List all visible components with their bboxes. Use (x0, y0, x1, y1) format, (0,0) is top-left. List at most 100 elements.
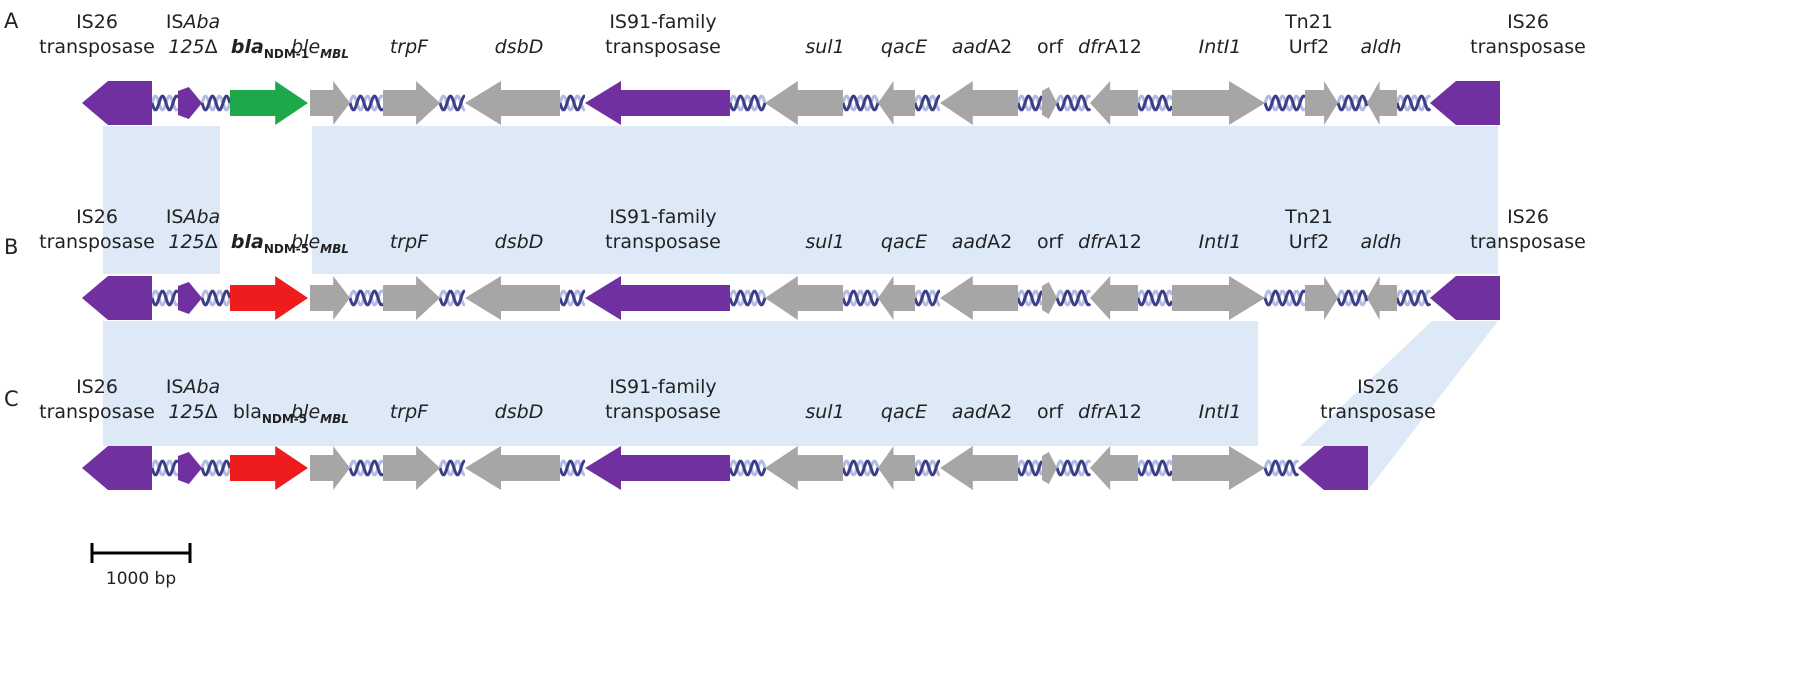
dna-helix (1263, 289, 1307, 307)
gene-label-run: bla (231, 231, 264, 253)
gene-label-run: A2 (987, 401, 1012, 423)
gene-label-dsbd: dsbD (495, 36, 544, 58)
gene-arrow-aada2 (940, 446, 1018, 490)
dna-helix (1016, 289, 1044, 307)
gene-label-run: NDM-1 (264, 47, 309, 61)
gene-label-run: IS (166, 11, 184, 33)
dna-helix (348, 459, 385, 477)
gene-label-run: IS91-family (609, 11, 716, 33)
gene-label-run: dsbD (495, 231, 544, 253)
gene-label-run: IS26 (76, 376, 118, 398)
gene-arrow-sul1 (765, 81, 843, 125)
gene-label-run: aad (952, 231, 988, 253)
gene-label-run: ble (291, 401, 320, 423)
gene-label-run: aldh (1360, 231, 1401, 253)
gene-label-run: Urf2 (1289, 36, 1330, 58)
gene-arrow-ndm (230, 276, 308, 320)
gene-arrow-trpf (383, 81, 440, 125)
dna-helix (558, 94, 586, 112)
row-letter-c: C (4, 387, 19, 411)
gene-label-run: IS26 (76, 206, 118, 228)
gene-label-intl1: IntI1 (1199, 401, 1242, 423)
gene-label-run: IS26 (1507, 11, 1549, 33)
gene-label-run: IS26 (76, 11, 118, 33)
gene-label-run: transposase (39, 36, 155, 58)
gene-arrow-ndm (230, 81, 308, 125)
gene-arrow-trpf (383, 276, 440, 320)
dna-helix (1395, 289, 1432, 307)
dna-helix (841, 459, 880, 477)
gene-label-run: ble (291, 231, 320, 253)
dna-helix (913, 94, 941, 112)
homology-region (312, 126, 1498, 274)
gene-label-run: trpF (390, 36, 429, 58)
homology-region (103, 321, 1258, 446)
gene-label-run: NDM-5 (264, 242, 309, 256)
gene-label-run: IS26 (1357, 376, 1399, 398)
scale-bar: 1000 bp (90, 543, 192, 589)
gene-label-dsbd: dsbD (495, 231, 544, 253)
gene-arrows (82, 81, 1500, 490)
gene-label-run: Δ (205, 231, 218, 253)
gene-label-run: A2 (987, 36, 1012, 58)
gene-label-intl1: IntI1 (1199, 231, 1242, 253)
gene-label-ble: bleMBL (291, 231, 349, 256)
gene-label-aada2: aadA2 (952, 401, 1012, 423)
gene-label-run: IS26 (1507, 206, 1549, 228)
gene-arrow-sul1 (765, 276, 843, 320)
gene-label-aada2: aadA2 (952, 231, 1012, 253)
dna-helix (728, 289, 767, 307)
dna-helix (1136, 289, 1174, 307)
gene-arrow-dsbd (465, 276, 560, 320)
gene-label-sul1: sul1 (805, 231, 844, 253)
gene-arrow-isaba (178, 452, 202, 484)
homology-shading (103, 126, 1498, 490)
gene-arrow-orf (1042, 282, 1057, 314)
dna-helix (913, 289, 941, 307)
gene-label-run: qacE (881, 401, 927, 423)
gene-label-run: transposase (39, 231, 155, 253)
gene-arrow-is91 (585, 81, 730, 125)
dna-helix (1395, 94, 1432, 112)
dna-helix (1136, 94, 1174, 112)
gene-label-run: aad (952, 401, 988, 423)
gene-arrow-trpf (383, 446, 440, 490)
gene-arrow-tn21 (1305, 81, 1338, 125)
gene-label-run: NDM-5 (262, 412, 307, 426)
gene-label-qace: qacE (881, 36, 927, 58)
gene-arrow-is26r (1430, 81, 1500, 125)
gene-label-ndm: blaNDM-5 (233, 401, 307, 426)
gene-label-orf: orf (1037, 36, 1064, 58)
gene-arrow-aldh (1367, 81, 1397, 125)
gene-label-orf: orf (1037, 401, 1064, 423)
gene-arrow-is26l (82, 446, 152, 490)
gene-label-run: qacE (881, 231, 927, 253)
gene-label-run: transposase (1320, 401, 1436, 423)
gene-label-run: transposase (605, 36, 721, 58)
gene-arrow-is91 (585, 276, 730, 320)
dna-helix (438, 94, 466, 112)
gene-label-run: bla (233, 401, 262, 423)
gene-arrow-qace (878, 81, 915, 125)
gene-label-run: A12 (1105, 231, 1142, 253)
gene-arrow-orf (1042, 87, 1057, 119)
dna-helix (150, 459, 180, 477)
gene-arrow-tn21 (1305, 276, 1338, 320)
gene-label-run: Aba (181, 206, 220, 228)
dna-helix (150, 289, 180, 307)
gene-label-run: ble (291, 36, 320, 58)
gene-label-is26r: IS26 transposase (1320, 376, 1436, 423)
gene-arrow-is26l (82, 81, 152, 125)
gene-label-run: Urf2 (1289, 231, 1330, 253)
gene-arrow-is26l (82, 276, 152, 320)
gene-label-run: dfr (1078, 401, 1106, 423)
gene-label-run: transposase (605, 231, 721, 253)
gene-arrow-dsbd (465, 81, 560, 125)
gene-label-is26l: IS26 transposase (39, 11, 155, 58)
dna-helix (558, 459, 586, 477)
dna-helix (1336, 94, 1369, 112)
